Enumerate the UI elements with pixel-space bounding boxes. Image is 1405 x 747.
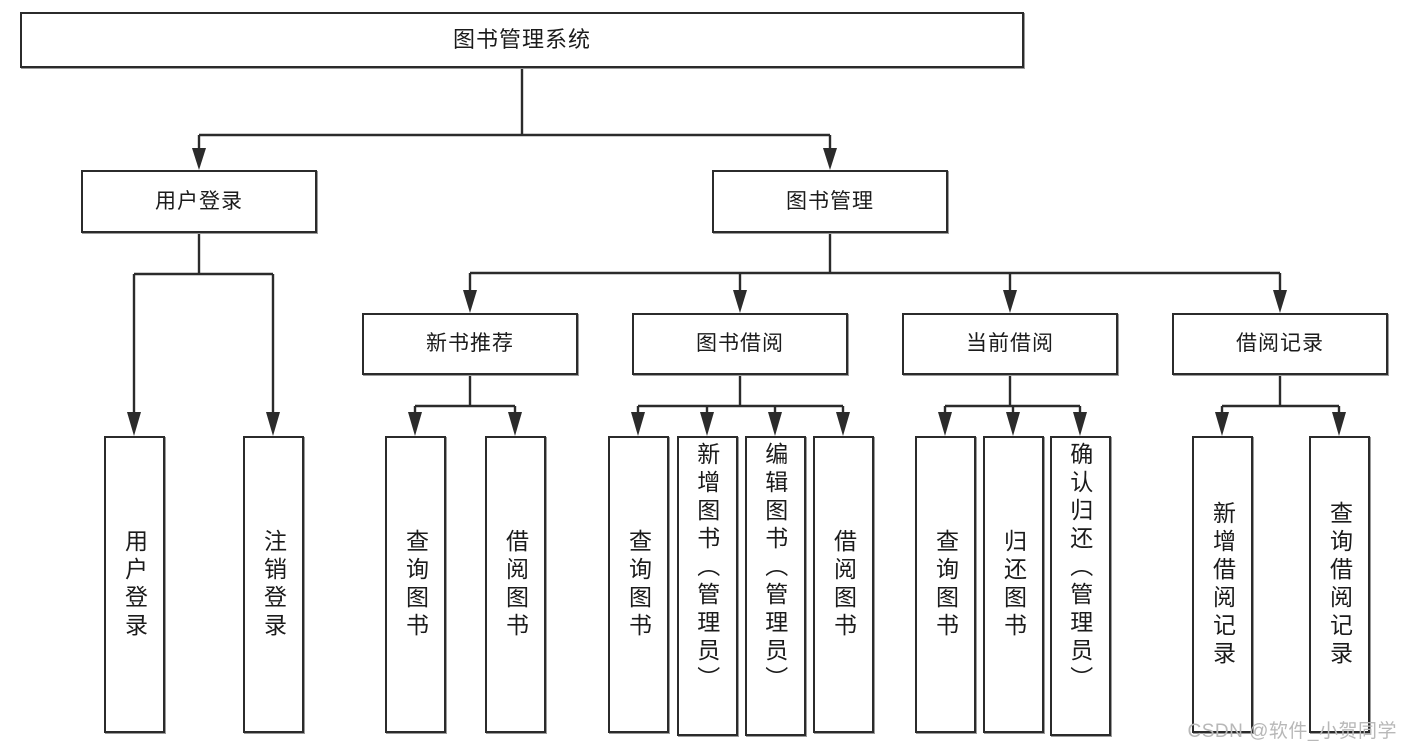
node-borrow-record[interactable]: 借阅记录: [1172, 313, 1388, 375]
leaf-bb-query-book[interactable]: 查询图书: [608, 436, 669, 733]
node-user-login-label: 用户登录: [155, 189, 243, 213]
leaf-logout[interactable]: 注销登录: [243, 436, 304, 733]
leaf-bb-borrow-book[interactable]: 借阅图书: [813, 436, 874, 733]
leaf-br-query-record[interactable]: 查询借阅记录: [1309, 436, 1370, 733]
arrow-bb-leaf-1: [631, 412, 645, 436]
leaf-cb-confirm-return[interactable]: 确认归还（管理员）: [1050, 436, 1111, 736]
arrow-cb-leaf-2: [1006, 412, 1020, 436]
leaf-br-query-record-label: 查询借阅记录: [1326, 500, 1353, 669]
node-current-borrow-label: 当前借阅: [966, 332, 1054, 355]
arrow-current-borrow: [1003, 290, 1017, 313]
node-user-login[interactable]: 用户登录: [81, 170, 317, 233]
arrow-book-borrow: [733, 290, 747, 313]
leaf-cb-query-book[interactable]: 查询图书: [915, 436, 976, 733]
leaf-nb-borrow-book[interactable]: 借阅图书: [485, 436, 546, 733]
arrow-bb-leaf-4: [836, 412, 850, 436]
leaf-user-login-label: 用户登录: [121, 528, 148, 641]
leaf-nb-query-book-label: 查询图书: [402, 528, 429, 641]
leaf-user-login[interactable]: 用户登录: [104, 436, 165, 733]
arrow-br-leaf-1: [1215, 412, 1229, 436]
node-book-borrow[interactable]: 图书借阅: [632, 313, 848, 375]
leaf-br-add-record-label: 新增借阅记录: [1209, 500, 1236, 669]
node-root-system[interactable]: 图书管理系统: [20, 12, 1024, 68]
node-book-management-label: 图书管理: [786, 189, 874, 213]
arrow-cb-leaf-1: [938, 412, 952, 436]
leaf-bb-query-book-label: 查询图书: [625, 528, 652, 641]
leaf-bb-borrow-book-label: 借阅图书: [830, 528, 857, 641]
arrow-leaf-logout: [266, 412, 280, 436]
leaf-bb-edit-book-label: 编辑图书（管理员）: [761, 442, 788, 694]
arrow-book-mgmt: [823, 148, 837, 170]
node-current-borrow[interactable]: 当前借阅: [902, 313, 1118, 375]
node-root-system-label: 图书管理系统: [452, 27, 591, 52]
node-borrow-record-label: 借阅记录: [1236, 332, 1324, 355]
node-new-book-recommend-label: 新书推荐: [426, 332, 514, 355]
leaf-cb-confirm-return-label: 确认归还（管理员）: [1066, 442, 1093, 694]
leaf-bb-add-book[interactable]: 新增图书（管理员）: [677, 436, 738, 736]
watermark-text: CSDN @软件_小贺同学: [1187, 721, 1397, 742]
arrow-bb-leaf-2: [700, 412, 714, 436]
leaf-cb-query-book-label: 查询图书: [932, 528, 959, 641]
leaf-logout-label: 注销登录: [260, 528, 287, 641]
node-new-book-recommend[interactable]: 新书推荐: [362, 313, 578, 375]
arrow-br-leaf-2: [1332, 412, 1346, 436]
leaf-bb-add-book-label: 新增图书（管理员）: [693, 442, 720, 694]
leaf-cb-return-book[interactable]: 归还图书: [983, 436, 1044, 733]
arrow-bb-leaf-3: [768, 412, 782, 436]
arrow-borrow-record: [1273, 290, 1287, 313]
leaf-br-add-record[interactable]: 新增借阅记录: [1192, 436, 1253, 733]
arrow-new-book: [463, 290, 477, 313]
leaf-bb-edit-book[interactable]: 编辑图书（管理员）: [745, 436, 806, 736]
node-book-management[interactable]: 图书管理: [712, 170, 948, 233]
arrow-leaf-user-login: [127, 412, 141, 436]
arrow-nb-leaf-2: [508, 412, 522, 436]
arrow-cb-leaf-3: [1073, 412, 1087, 436]
leaf-cb-return-book-label: 归还图书: [1000, 528, 1027, 641]
leaf-nb-query-book[interactable]: 查询图书: [385, 436, 446, 733]
arrow-user-login: [192, 148, 206, 170]
arrow-nb-leaf-1: [408, 412, 422, 436]
node-book-borrow-label: 图书借阅: [696, 332, 784, 355]
leaf-nb-borrow-book-label: 借阅图书: [502, 528, 529, 641]
